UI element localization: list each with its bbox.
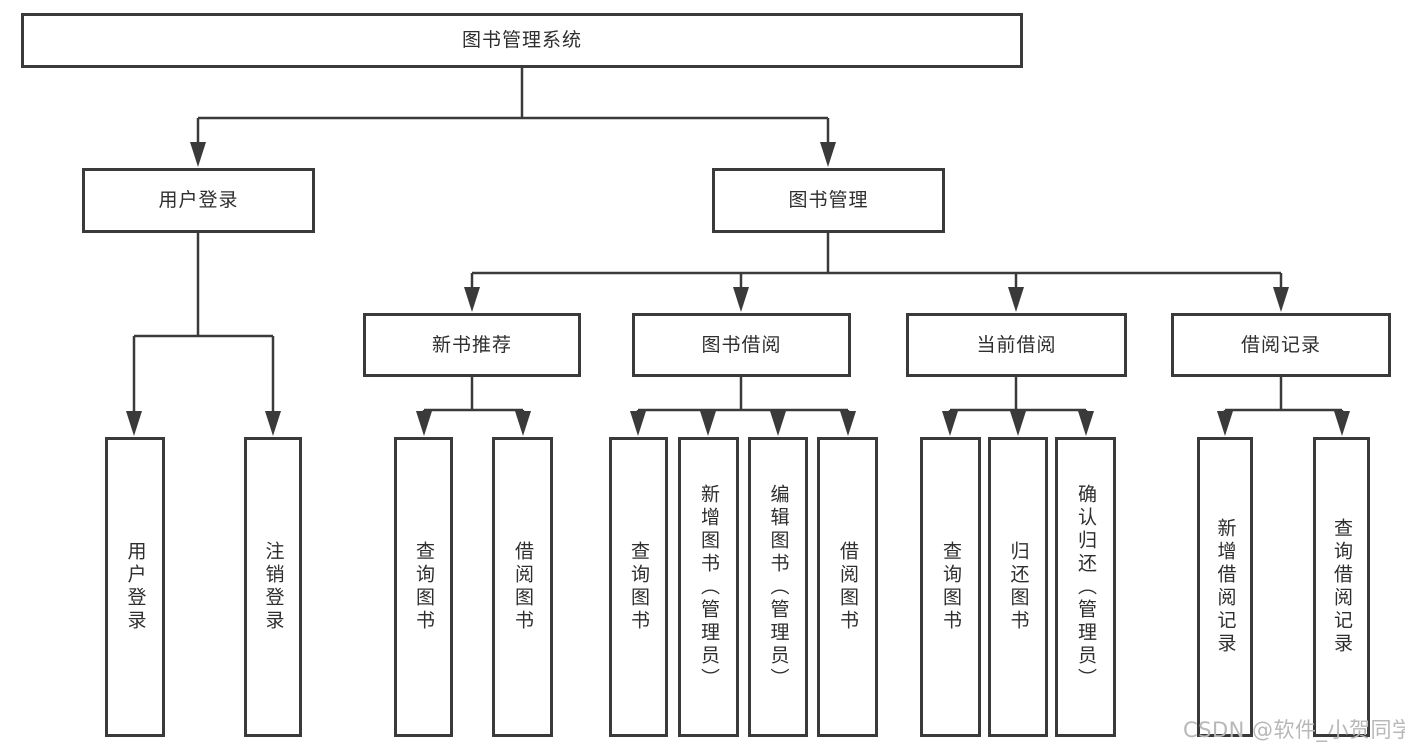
node-book-management: 图书管理 <box>712 168 945 233</box>
csdn-watermark: CSDN @软件_小贺同学 <box>1183 718 1405 742</box>
node-borrowing-records: 借阅记录 <box>1171 313 1391 377</box>
node-user-login-label: 用户登录 <box>158 189 239 211</box>
leaf-query-books-current: 查询图书 <box>920 437 981 737</box>
leaf-return-books: 归还图书 <box>988 437 1048 737</box>
leaf-edit-books-admin-label: 编辑图书（管理员） <box>767 483 790 691</box>
leaf-add-borrow-record: 新增借阅记录 <box>1197 437 1253 737</box>
leaf-query-books-borrowing-label: 查询图书 <box>628 541 650 633</box>
node-book-borrowing: 图书借阅 <box>632 313 851 377</box>
leaf-borrow-books-borrowing-label: 借阅图书 <box>837 541 859 633</box>
node-new-book-recommend-label: 新书推荐 <box>431 333 512 356</box>
leaf-return-books-label: 归还图书 <box>1007 541 1030 633</box>
leaf-logout: 注销登录 <box>244 437 302 737</box>
leaf-borrow-books-borrowing: 借阅图书 <box>817 437 878 737</box>
leaf-add-books-admin-label: 新增图书（管理员） <box>698 483 720 691</box>
node-user-login: 用户登录 <box>82 168 315 233</box>
node-book-borrowing-label: 图书借阅 <box>701 333 782 356</box>
leaf-confirm-return-admin: 确认归还（管理员） <box>1055 437 1116 737</box>
node-root-label: 图书管理系统 <box>461 29 582 51</box>
leaf-edit-books-admin: 编辑图书（管理员） <box>748 437 808 737</box>
node-root-system: 图书管理系统 <box>21 13 1023 68</box>
leaf-confirm-return-admin-label: 确认归还（管理员） <box>1075 483 1097 691</box>
node-current-borrowing-label: 当前借阅 <box>976 333 1057 356</box>
leaf-user-login-label: 用户登录 <box>124 541 147 633</box>
leaf-query-borrow-record-label: 查询借阅记录 <box>1331 518 1353 656</box>
leaf-borrow-books-recommend: 借阅图书 <box>492 437 553 737</box>
tree-edges <box>132 68 1344 420</box>
node-new-book-recommend: 新书推荐 <box>363 313 581 377</box>
leaf-query-books-recommend-label: 查询图书 <box>413 541 435 633</box>
leaf-query-books-borrowing: 查询图书 <box>609 437 668 737</box>
node-borrowing-records-label: 借阅记录 <box>1240 333 1321 356</box>
node-current-borrowing: 当前借阅 <box>906 313 1127 377</box>
node-book-management-label: 图书管理 <box>788 189 869 211</box>
leaf-query-books-recommend: 查询图书 <box>394 437 453 737</box>
leaf-query-borrow-record: 查询借阅记录 <box>1313 437 1370 737</box>
leaf-add-borrow-record-label: 新增借阅记录 <box>1214 518 1237 656</box>
leaf-query-books-current-label: 查询图书 <box>940 541 962 633</box>
leaf-add-books-admin: 新增图书（管理员） <box>678 437 739 737</box>
leaf-logout-label: 注销登录 <box>262 541 285 633</box>
leaf-user-login: 用户登录 <box>105 437 165 737</box>
arrowheads <box>126 142 1350 436</box>
leaf-borrow-books-recommend-label: 借阅图书 <box>512 541 534 633</box>
